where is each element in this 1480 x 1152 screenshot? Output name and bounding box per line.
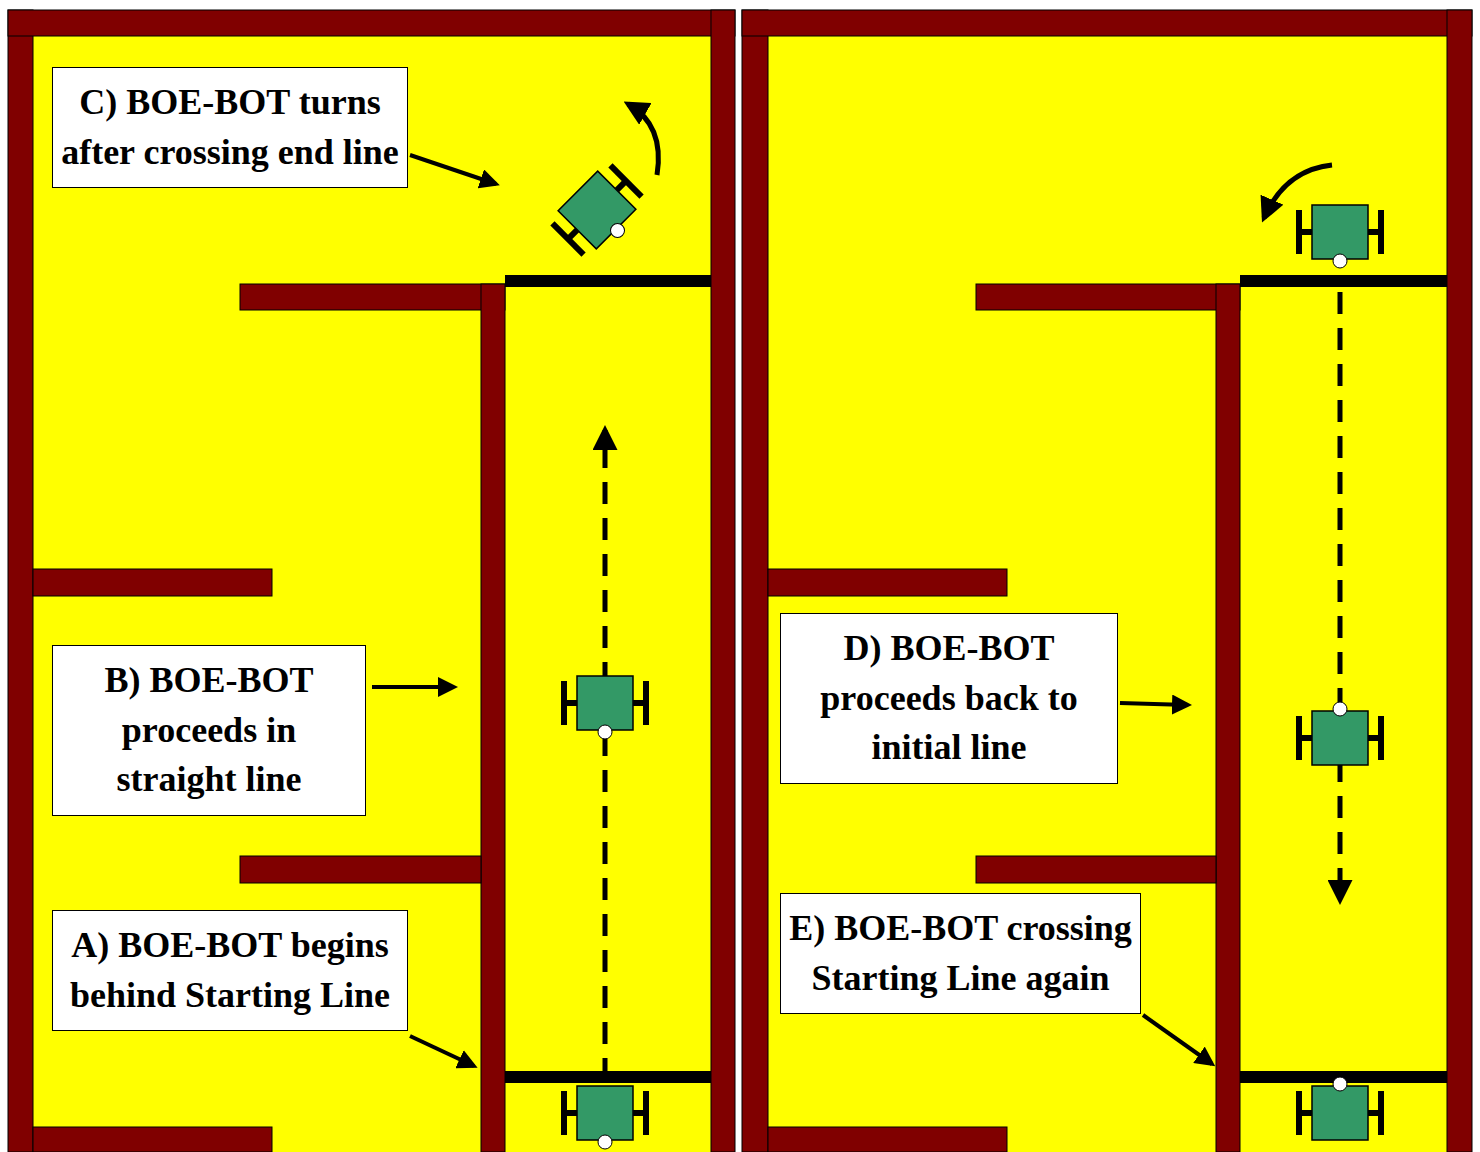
- callout-box: B) BOE-BOT proceeds in straight line: [52, 645, 366, 816]
- maze-rect: [240, 856, 481, 883]
- callout-box: E) BOE-BOT crossing Starting Line again: [780, 893, 1141, 1014]
- maze-rect: [33, 569, 272, 596]
- maze-rect: [768, 569, 1007, 596]
- maze-line: [410, 1036, 474, 1066]
- maze-use: [561, 676, 649, 739]
- maze-rect: [240, 284, 505, 310]
- maze-use: [1296, 1077, 1384, 1140]
- maze-rect: [768, 1127, 1007, 1152]
- maze-rect: [8, 10, 735, 36]
- maze-rect: [742, 10, 1472, 36]
- maze-rect: [8, 10, 33, 1152]
- callout-text: C) BOE-BOT turns after crossing end line: [61, 78, 399, 177]
- callout-text: B) BOE-BOT proceeds in straight line: [61, 656, 357, 805]
- maze-rect: [976, 856, 1216, 883]
- maze-use: [547, 160, 654, 267]
- maze-line: [1120, 703, 1188, 705]
- maze-use: [561, 1086, 649, 1149]
- maze-g: [742, 10, 1472, 1152]
- callout-box: A) BOE-BOT begins behind Starting Line: [52, 910, 408, 1031]
- maze-path: [1264, 165, 1332, 218]
- maze-rect: [976, 284, 1240, 310]
- maze-use: [1296, 205, 1384, 268]
- callout-box: C) BOE-BOT turns after crossing end line: [52, 67, 408, 188]
- callout-text: A) BOE-BOT begins behind Starting Line: [61, 921, 399, 1020]
- maze-rect: [711, 10, 735, 1152]
- maze-rect: [33, 1127, 272, 1152]
- maze-line: [372, 685, 454, 689]
- callout-text: E) BOE-BOT crossing Starting Line again: [789, 904, 1132, 1003]
- maze-use: [1296, 702, 1384, 765]
- maze-path: [628, 104, 658, 175]
- maze-line: [1338, 292, 1343, 900]
- callout-text: D) BOE-BOT proceeds back to initial line: [789, 624, 1109, 773]
- right-panel: [742, 10, 1472, 1152]
- maze-rect: [505, 1071, 711, 1083]
- maze-line: [1143, 1015, 1212, 1064]
- maze-rect: [742, 10, 1472, 1152]
- maze-g: [8, 10, 735, 1152]
- maze-line: [410, 155, 496, 184]
- maze-rect: [481, 284, 505, 1152]
- maze-rect: [505, 275, 711, 287]
- maze-rect: [742, 10, 768, 1152]
- maze-rect: [1216, 284, 1240, 1152]
- maze-rect: [1240, 275, 1447, 287]
- left-panel: [8, 10, 735, 1152]
- maze-rect: [8, 10, 735, 1152]
- maze-rect: [1447, 10, 1472, 1152]
- maze-line: [603, 430, 608, 1080]
- callout-box: D) BOE-BOT proceeds back to initial line: [780, 613, 1118, 784]
